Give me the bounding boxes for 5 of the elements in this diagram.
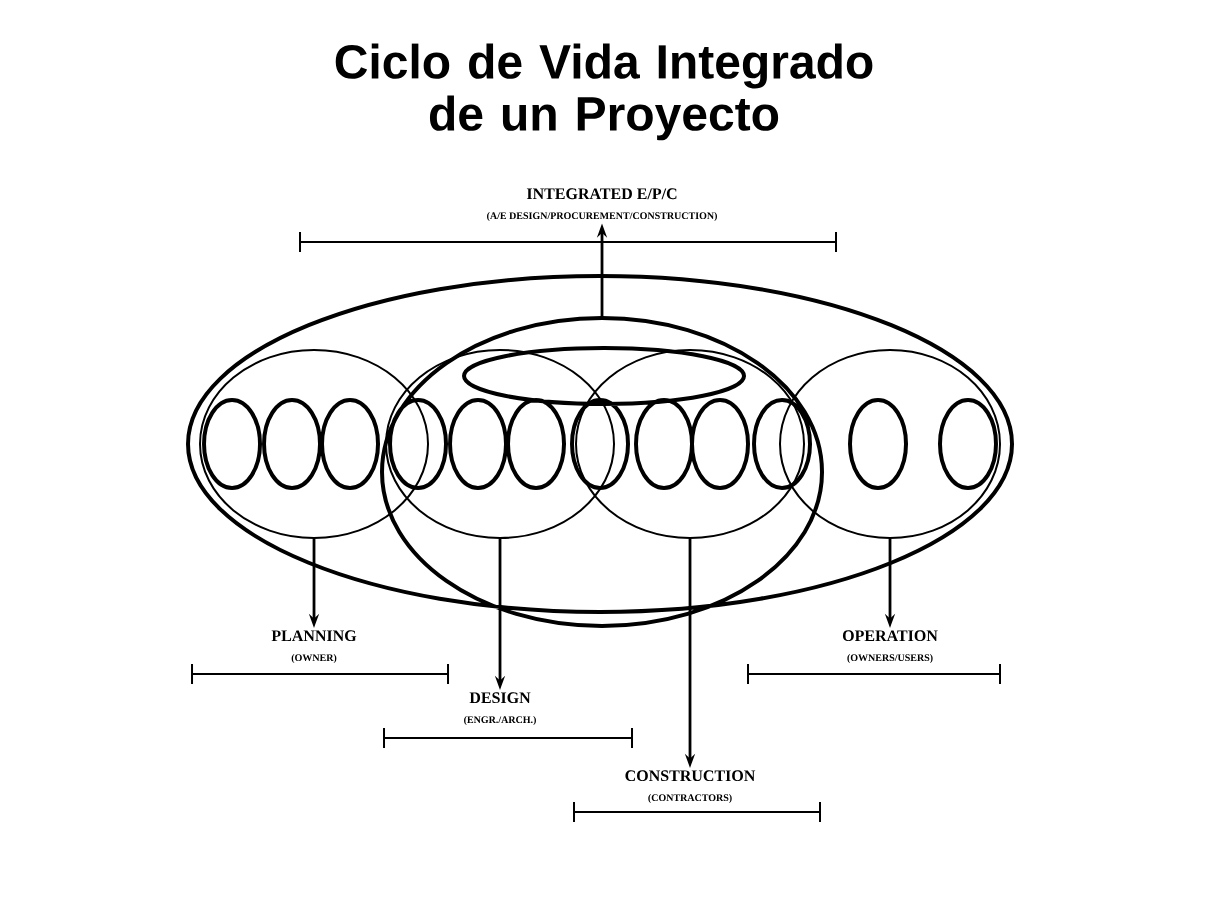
phase-ellipse	[199, 349, 429, 539]
title: Ciclo de Vida Integrado de un Proyecto	[335, 43, 873, 141]
phase-ellipse	[385, 349, 615, 539]
phase-ellipse	[779, 349, 1001, 539]
phase-ellipse	[575, 349, 805, 539]
